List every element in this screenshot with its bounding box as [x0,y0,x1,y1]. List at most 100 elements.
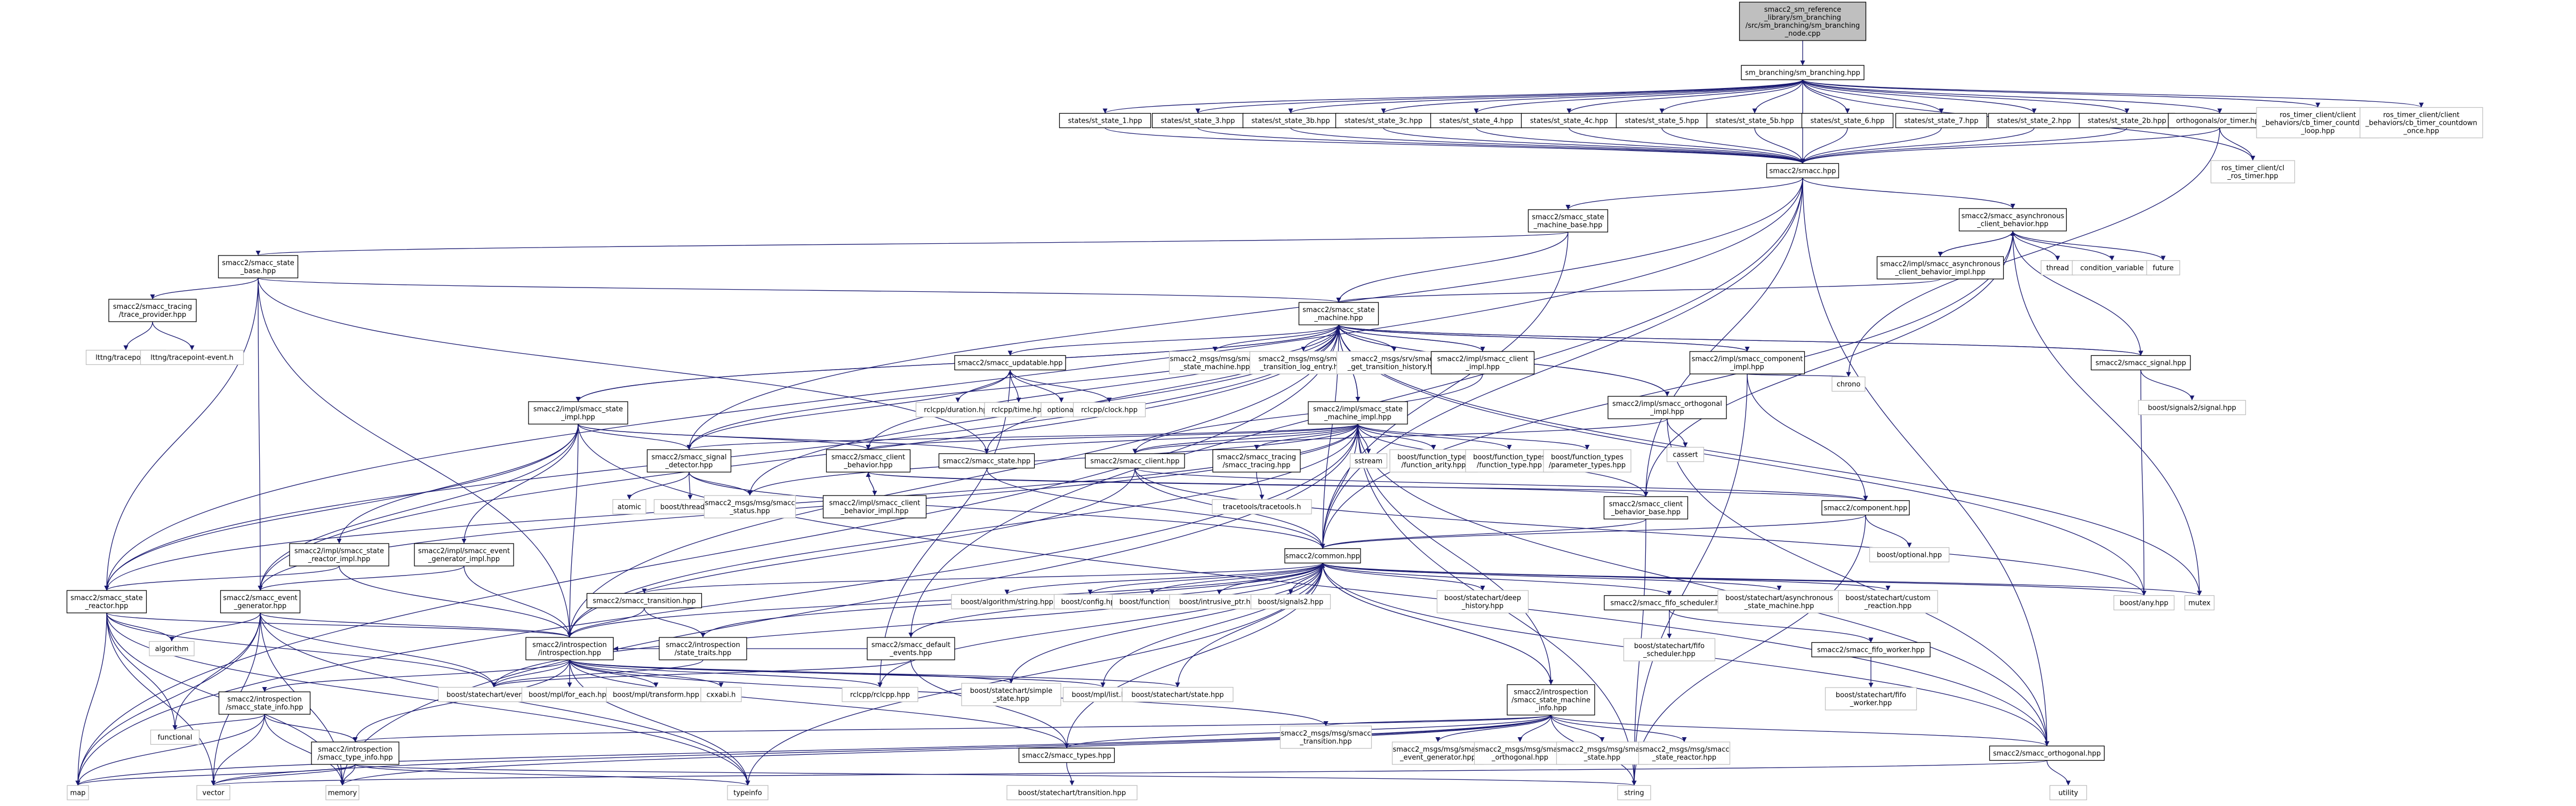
node-state_reactor[interactable]: smacc2/smacc_state_reactor.hpp [66,590,147,613]
node-cb_base[interactable]: smacc2/smacc_client_behavior_base.hpp [1603,496,1689,520]
node-state[interactable]: smacc2/smacc_state.hpp [938,453,1035,469]
edge-state_reactor-to-algorithm [106,612,174,642]
node-state_traits[interactable]: smacc2/introspection/state_traits.hpp [659,637,747,660]
node-st3[interactable]: states/st_state_3.hpp [1151,113,1244,129]
node-label: smacc2/smacc_updatable.hpp [957,360,1062,368]
node-sm_hpp[interactable]: sm_branching/sm_branching.hpp [1741,65,1865,81]
node-st4c[interactable]: states/st_state_4c.hpp [1521,113,1618,129]
edge-fifo_sched-to-fifo_worker [1669,610,1874,643]
edge-sm_hpp-to-st3c [1381,79,1803,114]
node-st4[interactable]: states/st_state_4.hpp [1430,113,1523,129]
edge-component-to-boost_opt [1865,515,1912,548]
edge-orthogonal-to-vector [211,760,2047,786]
node-label: /function_arity.hpp [1402,461,1466,469]
edge-component-to-string [1631,515,1866,786]
node-box [1895,113,1988,129]
node-sm_impl[interactable]: smacc2/impl/smacc_state_machine_impl.hpp [1308,401,1408,425]
node-async_impl[interactable]: smacc2/impl/smacc_asynchronous_client_be… [1876,256,2004,280]
node-tracing[interactable]: smacc2/smacc_tracing/smacc_tracing.hpp [1212,449,1301,473]
node-box [1169,351,1261,374]
node-st1[interactable]: states/st_state_1.hpp [1059,113,1151,129]
node-label: functional [158,734,193,742]
node-state_impl[interactable]: smacc2/impl/smacc_state_impl.hpp [528,401,628,425]
node-event_gen[interactable]: smacc2/smacc_event_generator.hpp [220,590,301,613]
node-st3c[interactable]: states/st_state_3c.hpp [1335,113,1432,129]
node-label: /smacc_type_info.hpp [317,754,393,762]
node-ortho_impl[interactable]: smacc2/impl/smacc_orthogonal_impl.hpp [1607,396,1727,419]
node-sm_base[interactable]: smacc2/smacc_state_machine_base.hpp [1527,209,1609,233]
edge-sm_hpp2-to-map [75,324,1339,786]
node-sc_fifo_worker: boost/statechart/fifo_worker.hpp [1825,687,1917,711]
node-transition[interactable]: smacc2/smacc_transition.hpp [586,593,702,609]
node-box [1389,449,1478,473]
node-fifo_worker[interactable]: smacc2/smacc_fifo_worker.hpp [1811,642,1931,658]
node-signal[interactable]: smacc2/smacc_signal.hpp [2091,355,2191,371]
node-client_impl[interactable]: smacc2/impl/smacc_client_impl.hpp [1430,351,1535,374]
edge-common-to-mutex [1322,562,2202,596]
node-trace_prov[interactable]: smacc2/smacc_tracing/trace_provider.hpp [108,299,197,322]
edge-sm_info-to-msg_tr [1323,714,1551,727]
node-label: /trace_provider.hpp [119,311,186,319]
node-sm_info[interactable]: smacc2/introspection/smacc_state_machine… [1507,684,1595,716]
node-state_base[interactable]: smacc2/smacc_state_base.hpp [218,255,299,278]
node-client_beh[interactable]: smacc2/smacc_client_behavior.hpp [826,449,911,473]
node-box [1430,351,1535,374]
node-msg_status: smacc2_msgs/msg/smacc_status.hpp [703,495,796,518]
node-component[interactable]: smacc2/component.hpp [1821,500,1910,516]
node-box [1436,590,1529,613]
node-fifo_sched[interactable]: smacc2/smacc_fifo_scheduler.hpp [1604,595,1735,611]
node-st5b[interactable]: states/st_state_5b.hpp [1706,113,1803,129]
node-st5[interactable]: states/st_state_5.hpp [1615,113,1708,129]
node-box [1766,163,1839,179]
edge-introspection-to-cxxabi [569,659,724,688]
node-box [1242,113,1339,129]
node-updatable[interactable]: smacc2/smacc_updatable.hpp [954,355,1066,371]
node-type_info[interactable]: smacc2/introspection/smacc_type_info.hpp [311,741,399,765]
node-state_info[interactable]: smacc2/introspection/smacc_state_info.hp… [218,691,311,715]
node-label: smacc2/impl/smacc_component [1692,355,1803,363]
node-st2b[interactable]: states/st_state_2b.hpp [2078,113,2175,129]
node-sm_hpp2[interactable]: smacc2/smacc_state_machine.hpp [1298,302,1379,325]
edge-sm_hpp2-to-client_beh [866,324,1339,450]
node-sc_state: boost/statechart/state.hpp [1122,687,1234,703]
node-or_timer[interactable]: orthogonals/or_timer.hpp [2167,113,2272,129]
node-label: /smacc_state_info.hpp [226,704,303,712]
edge-updatable-to-rcpp_clock [1010,370,1112,403]
node-orthogonal[interactable]: smacc2/smacc_orthogonal.hpp [1989,745,2105,761]
node-eg_impl[interactable]: smacc2/impl/smacc_event_generator_impl.h… [414,543,514,566]
node-comp_impl[interactable]: smacc2/impl/smacc_component_impl.hpp [1689,351,1805,374]
edge-sm_base-to-state_base [256,232,1569,256]
node-st7[interactable]: states/st_state_7.hpp [1895,113,1988,129]
node-default_events[interactable]: smacc2/smacc_default_events.hpp [867,637,955,660]
node-sr_impl[interactable]: smacc2/impl/smacc_state_reactor_impl.hpp [289,543,389,566]
edge-event_gen-to-sc_event [260,612,497,688]
node-common[interactable]: smacc2/common.hpp [1284,548,1361,564]
node-st6[interactable]: states/st_state_6.hpp [1801,113,1894,129]
node-label: condition_variable [2080,265,2143,273]
edge-sm_base-to-sm_hpp2 [1336,232,1569,303]
node-label: boost/function_types [1473,453,1546,461]
node-st3b[interactable]: states/st_state_3b.hpp [1242,113,1339,129]
node-sig_det[interactable]: smacc2/smacc_signal_detector.hpp [646,449,732,473]
node-box [218,255,299,278]
node-async_cb[interactable]: smacc2/smacc_asynchronous_client_behavio… [1958,208,2067,232]
edge-sm_info-to-type_info [353,714,1551,743]
node-root[interactable]: smacc2_sm_reference_library/sm_branching… [1739,2,1867,41]
node-client[interactable]: smacc2/smacc_client.hpp [1085,453,1185,469]
node-smacc[interactable]: smacc2/smacc.hpp [1766,163,1839,179]
edge-async_cb-to-signal [2012,230,2143,356]
edge-st4c-to-smacc [1569,127,1805,164]
node-cb_impl[interactable]: smacc2/impl/smacc_client_behavior_impl.h… [822,495,927,518]
node-box [612,499,646,515]
node-box [1623,638,1716,661]
node-label: boost/function_types [1551,453,1623,461]
edge-state_impl-to-state_reactor [104,424,579,591]
edge-state_impl-to-eg_impl [461,424,579,544]
edge-client-to-introspection [567,468,1135,638]
edge-introspection-to-rclcpp [569,659,883,688]
node-introspection[interactable]: smacc2/introspection/introspection.hpp [525,637,614,660]
node-label: _history.hpp [1461,602,1503,610]
node-st2[interactable]: states/st_state_2.hpp [1988,113,2081,129]
node-types[interactable]: smacc2/smacc_types.hpp [1018,747,1115,763]
edge-sm_impl-to-ft_arity [1357,424,1436,450]
